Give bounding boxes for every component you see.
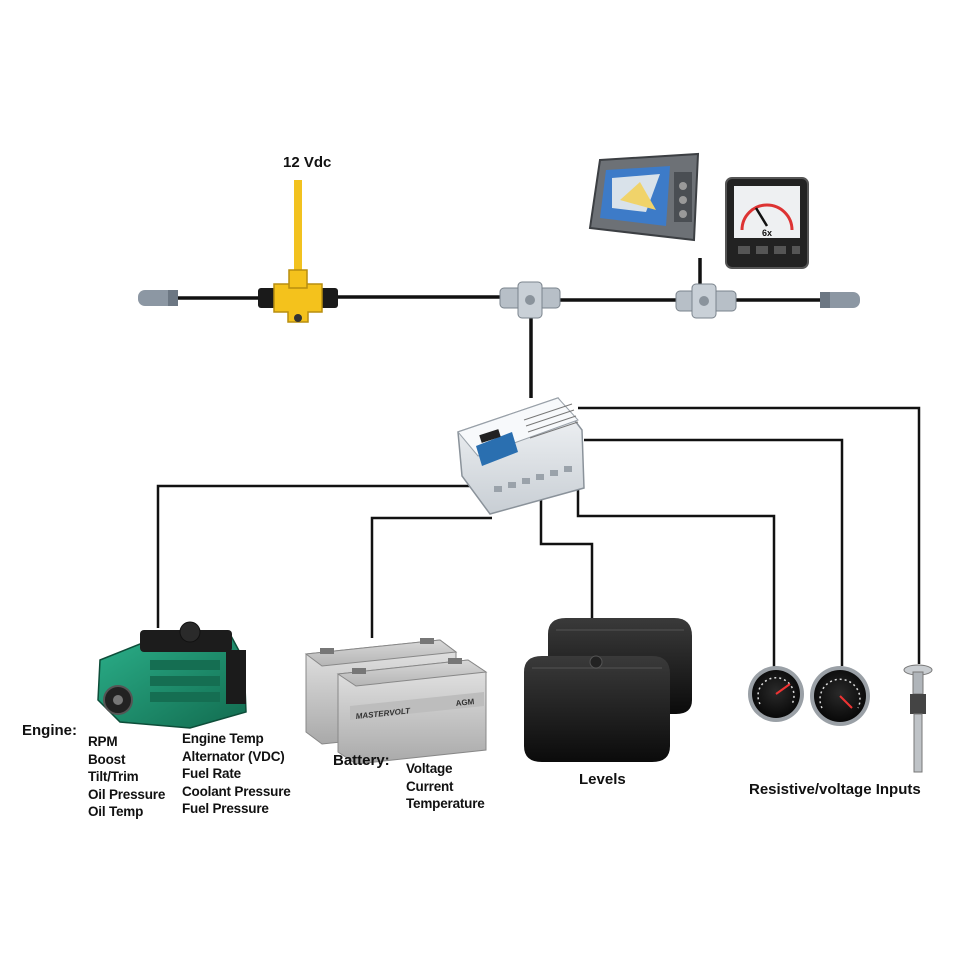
levels-label: Levels	[579, 771, 626, 788]
tee-connector-icon	[675, 283, 737, 319]
power-label: 12 Vdc	[283, 154, 332, 171]
engine-title: Engine:	[22, 722, 77, 739]
engine-item: Coolant Pressure	[182, 783, 291, 799]
instrument-display-icon: 6x	[725, 177, 809, 269]
battery-item: Temperature	[406, 796, 485, 811]
analog-gauge-icon	[810, 666, 870, 726]
engine-item: Alternator (VDC)	[182, 748, 285, 764]
tank-icon	[524, 655, 670, 762]
engine-list-2: Engine Temp Alternator (VDC) Fuel Rate C…	[182, 730, 291, 818]
engine-item: Fuel Rate	[182, 766, 241, 781]
battery-icon: MASTERVOLT AGM	[336, 658, 488, 765]
engine-icon	[97, 621, 247, 729]
tee-connector-icon	[258, 269, 338, 323]
gateway-module-icon	[457, 397, 585, 515]
battery-item: Current	[406, 778, 454, 794]
battery-item: Voltage	[406, 761, 453, 776]
engine-item: Tilt/Trim	[88, 769, 139, 784]
battery-list: Voltage Current Temperature	[406, 760, 485, 813]
terminator-icon	[138, 290, 178, 306]
engine-item: Engine Temp	[182, 731, 264, 746]
engine-item: Boost	[88, 751, 126, 767]
engine-item: RPM	[88, 734, 118, 749]
power-cable	[294, 180, 302, 280]
tee-connector-icon	[499, 281, 561, 319]
engine-item: Fuel Pressure	[182, 801, 269, 816]
level-sender-icon	[903, 664, 933, 773]
engine-item: Oil Temp	[88, 804, 144, 819]
terminator-icon	[820, 292, 860, 308]
battery-type: AGM	[455, 697, 475, 708]
chartplotter-icon	[588, 152, 700, 242]
analog-gauge-icon	[748, 666, 804, 722]
gauge-readout: 6x	[762, 228, 772, 238]
branch-cables	[156, 406, 921, 668]
engine-list-1: RPM Boost Tilt/Trim Oil Pressure Oil Tem…	[88, 733, 165, 821]
inputs-label: Resistive/voltage Inputs	[749, 781, 921, 798]
battery-title: Battery:	[333, 752, 390, 769]
backbone-cable	[175, 258, 822, 398]
engine-item: Oil Pressure	[88, 786, 166, 802]
